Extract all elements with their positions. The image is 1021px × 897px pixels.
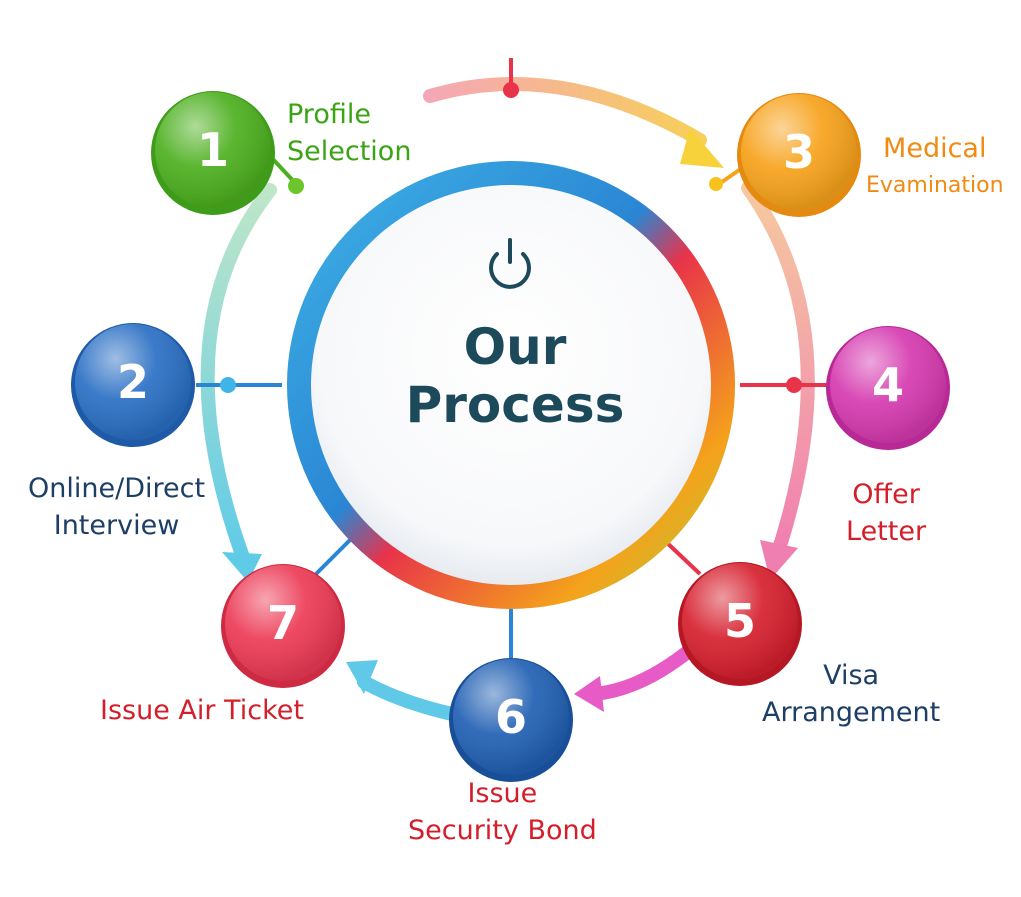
spoke-3-dot xyxy=(709,177,723,191)
arrowhead-bottom-left xyxy=(346,660,378,694)
step-6-label-line1: Issue xyxy=(467,778,538,809)
arc-left xyxy=(200,183,277,567)
step-3-label: Medical Evamination xyxy=(866,130,1004,204)
step-1-circle xyxy=(151,91,275,215)
spoke-5 xyxy=(662,538,702,576)
step-3-label-line1: Medical xyxy=(883,133,987,164)
arrowhead-bottom-right xyxy=(574,676,604,712)
step-2-label-line2: Interview xyxy=(53,510,180,541)
center-ring xyxy=(287,161,735,609)
arc-top xyxy=(423,77,707,147)
step-5-label: Visa Arrangement xyxy=(762,657,940,731)
step-4-label-line2: Letter xyxy=(846,516,927,547)
spokes xyxy=(196,58,828,660)
step-5-label-line1: Visa xyxy=(823,660,880,691)
step-7-circle xyxy=(221,564,345,688)
center-title-line1: Our xyxy=(463,318,567,376)
step-1-label: Profile Selection xyxy=(287,96,411,170)
step-4-label-line1: Offer xyxy=(852,479,920,510)
center-ring-inner xyxy=(311,185,711,585)
step-1-label-line2: Selection xyxy=(287,136,412,167)
step-6-circle xyxy=(449,658,573,782)
step-2-label: Online/Direct Interview xyxy=(28,470,205,544)
step-4-label: Offer Letter xyxy=(846,476,926,550)
step-6-label: Issue Security Bond xyxy=(408,775,597,849)
spoke-2-dot xyxy=(220,377,236,393)
arrowhead-left xyxy=(222,552,262,582)
spoke-1-dot xyxy=(288,178,304,194)
step-7-label-line1: Issue Air Ticket xyxy=(100,695,304,726)
step-3-label-line2: Evamination xyxy=(866,173,1004,198)
arc-bottom-right xyxy=(587,643,697,701)
step-1-label-line1: Profile xyxy=(287,99,371,130)
spoke-4-dot xyxy=(786,377,802,393)
spoke-7 xyxy=(314,538,352,576)
center-title-line2: Process xyxy=(405,376,625,434)
center-title: Our Process xyxy=(330,318,700,434)
step-4-circle xyxy=(826,326,950,450)
spoke-top-dot xyxy=(503,82,519,98)
step-circles xyxy=(71,91,950,782)
step-6-label-line2: Security Bond xyxy=(408,815,597,846)
power-icon xyxy=(489,238,531,289)
arc-bottom-left xyxy=(357,675,459,721)
step-7-label: Issue Air Ticket xyxy=(100,692,304,729)
step-3-circle xyxy=(737,93,861,217)
arc-right xyxy=(741,181,815,559)
arrowhead-top xyxy=(680,128,724,168)
step-2-circle xyxy=(71,323,195,447)
step-5-circle xyxy=(678,562,802,686)
step-5-label-line2: Arrangement xyxy=(762,697,941,728)
step-2-label-line1: Online/Direct xyxy=(28,473,206,504)
